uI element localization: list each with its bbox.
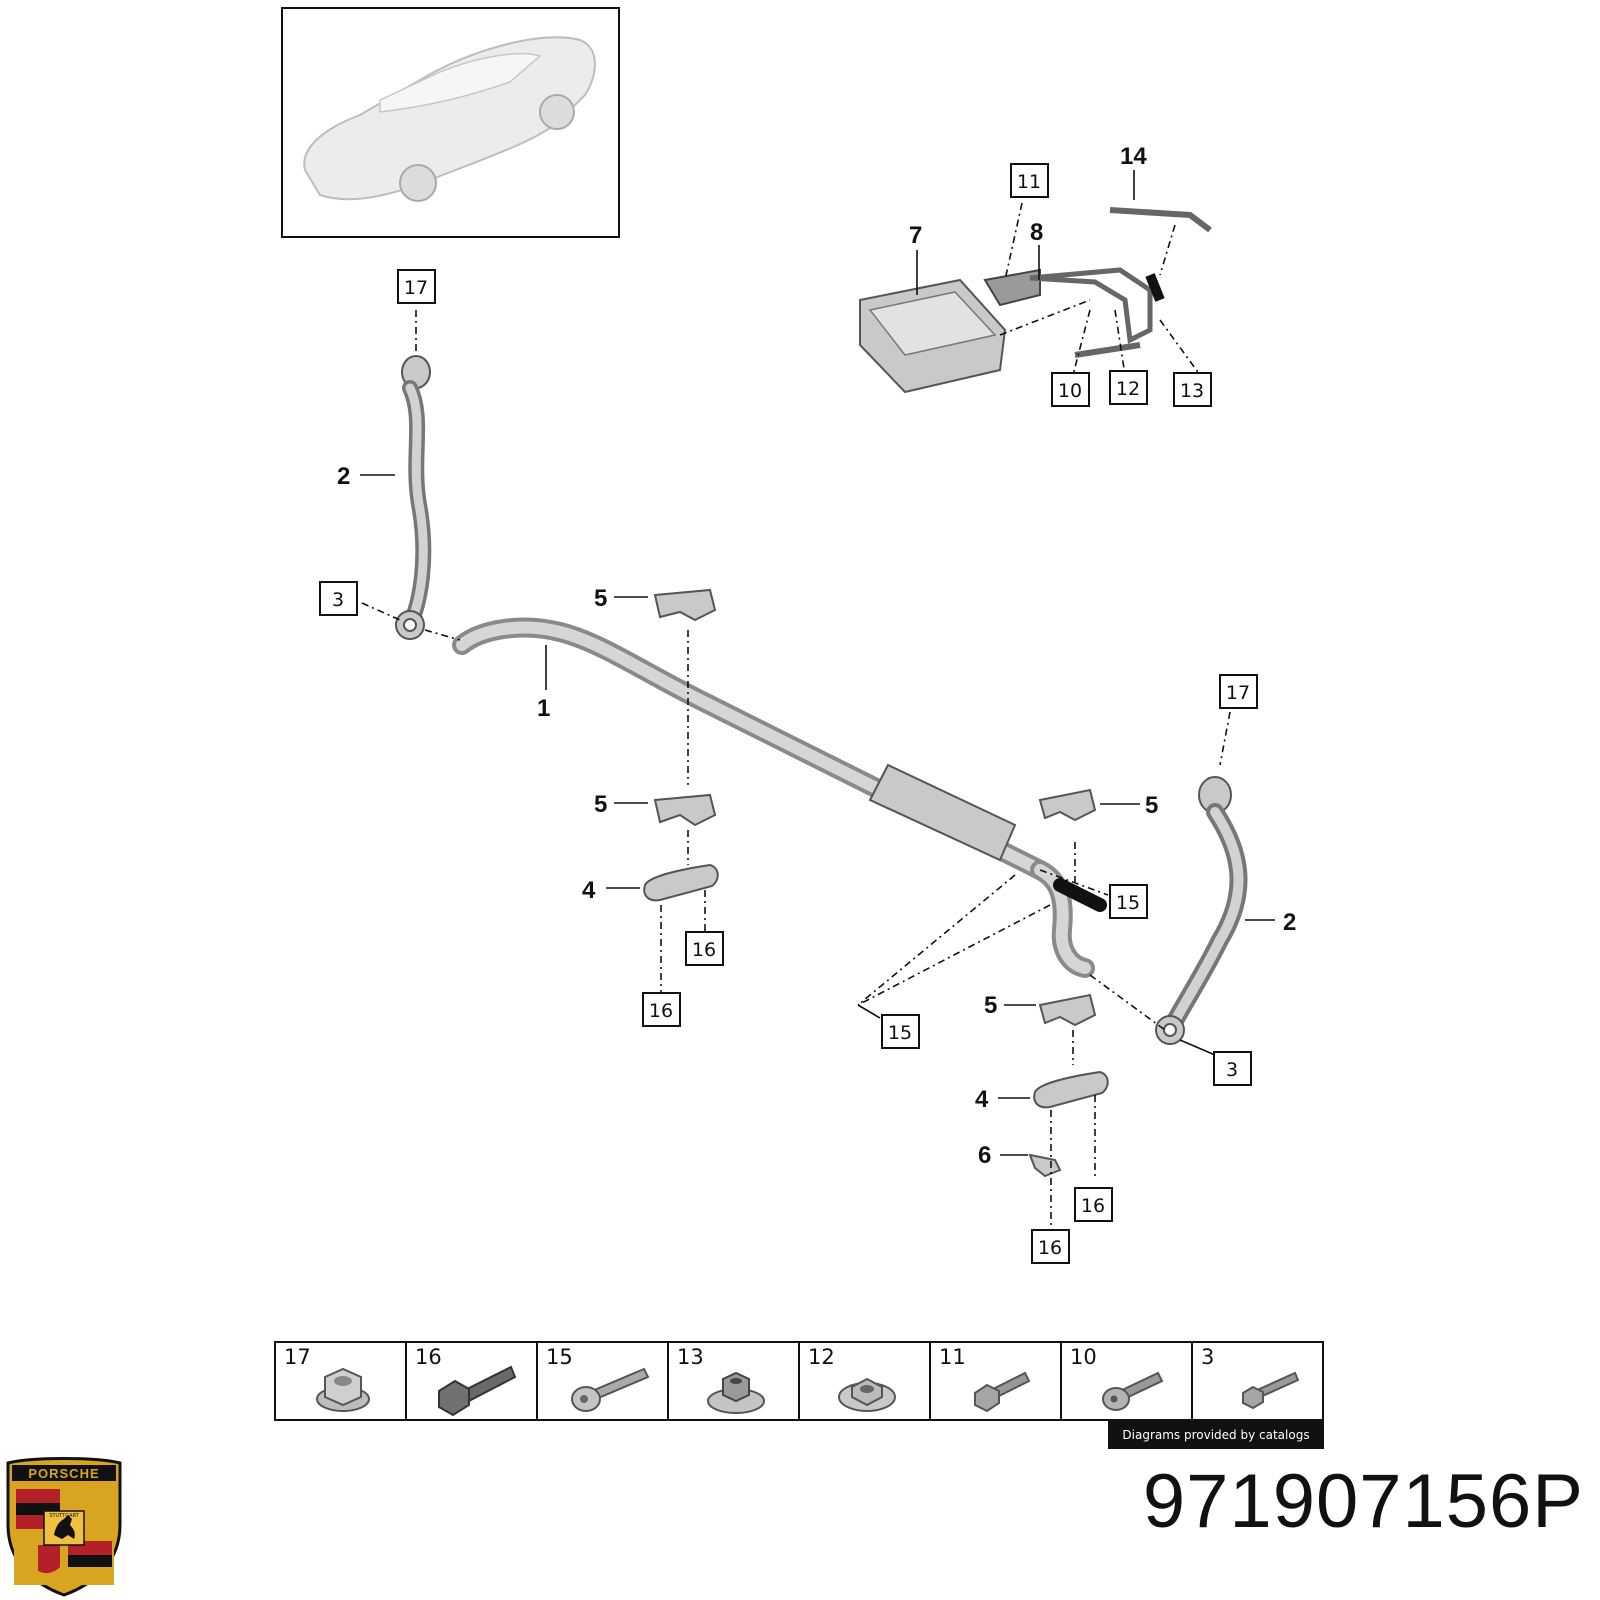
fastener-cell-11: 11 [931,1343,1062,1419]
flange-nut-icon [838,1377,896,1412]
fastener-number: 17 [284,1345,311,1369]
fastener-cell-13: 13 [669,1343,800,1419]
torx-bolt-icon [1102,1371,1164,1411]
hex-bolt-icon [974,1371,1031,1413]
svg-text:STUTTGART: STUTTGART [49,1513,79,1519]
flange-nut-icon [707,1371,765,1414]
clamp-parts [643,863,1109,1178]
box-16-lower-right: 16 [1038,1237,1062,1259]
fastener-number: 3 [1201,1345,1215,1369]
svg-text:PORSCHE: PORSCHE [28,1466,99,1481]
box-16-lower-left: 16 [649,1000,673,1022]
box-17-right: 17 [1226,682,1250,704]
callout-4-left: 4 [582,877,596,904]
box-3-left: 3 [332,589,344,611]
credit-banner: Diagrams provided by catalogs parts [1108,1421,1324,1470]
box-16-upper-left: 16 [692,939,716,961]
fastener-cell-12: 12 [800,1343,931,1419]
callout-2-right: 2 [1283,909,1296,936]
fastener-number: 13 [677,1345,704,1369]
box-3-right: 3 [1226,1059,1238,1081]
callout-4-right: 4 [975,1086,989,1113]
fastener-number: 15 [546,1345,573,1369]
torx-bolt-icon [571,1367,650,1412]
fastener-cell-17: 17 [276,1343,407,1419]
callout-6: 6 [978,1142,991,1169]
box-11: 11 [1017,171,1041,193]
part-number: 971907156P [1142,1459,1584,1544]
vehicle-thumbnail [281,7,620,238]
callout-2-left: 2 [337,463,350,490]
fastener-cell-3: 3 [1193,1343,1322,1419]
callout-7: 7 [909,222,922,249]
box-16-upper-right: 16 [1081,1195,1105,1217]
box-10: 10 [1058,380,1082,402]
left-coupling-rod [395,355,432,640]
stabilizer-bar [452,617,1107,978]
control-unit [859,207,1212,394]
fastener-number: 16 [415,1345,442,1369]
right-coupling-rod [1155,776,1248,1045]
box-17-left: 17 [404,277,428,299]
box-15-lower: 15 [888,1022,912,1044]
callout-1: 1 [537,695,550,722]
hex-bolt-icon [438,1365,517,1417]
callout-5-right-lower: 5 [984,992,997,1019]
fastener-table: 17 16 15 13 12 [274,1341,1324,1421]
flange-nut-icon [316,1367,370,1412]
callout-8: 8 [1030,219,1043,246]
fastener-number: 10 [1070,1345,1097,1369]
callout-5-top: 5 [594,585,607,612]
fastener-number: 11 [939,1345,966,1369]
boxed-callouts: 11 10 12 13 17 3 17 15 16 16 15 3 16 16 [319,163,1258,1264]
box-12: 12 [1116,378,1140,400]
hex-bolt-icon [1242,1371,1300,1410]
leader-lines [360,170,1275,1225]
callout-labels: 14 7 8 2 1 5 5 4 5 2 5 4 6 [337,143,1296,1169]
callout-14: 14 [1120,143,1147,170]
fastener-cell-10: 10 [1062,1343,1193,1419]
box-15-right: 15 [1116,892,1140,914]
box-13: 13 [1180,380,1204,402]
fastener-number: 12 [808,1345,835,1369]
callout-5-right: 5 [1145,792,1158,819]
fastener-cell-16: 16 [407,1343,538,1419]
porsche-crest-logo: PORSCHE STUTTGART [6,1457,122,1597]
bushing-parts [653,588,1097,1027]
callout-5-left-lower: 5 [594,791,607,818]
fastener-cell-15: 15 [538,1343,669,1419]
